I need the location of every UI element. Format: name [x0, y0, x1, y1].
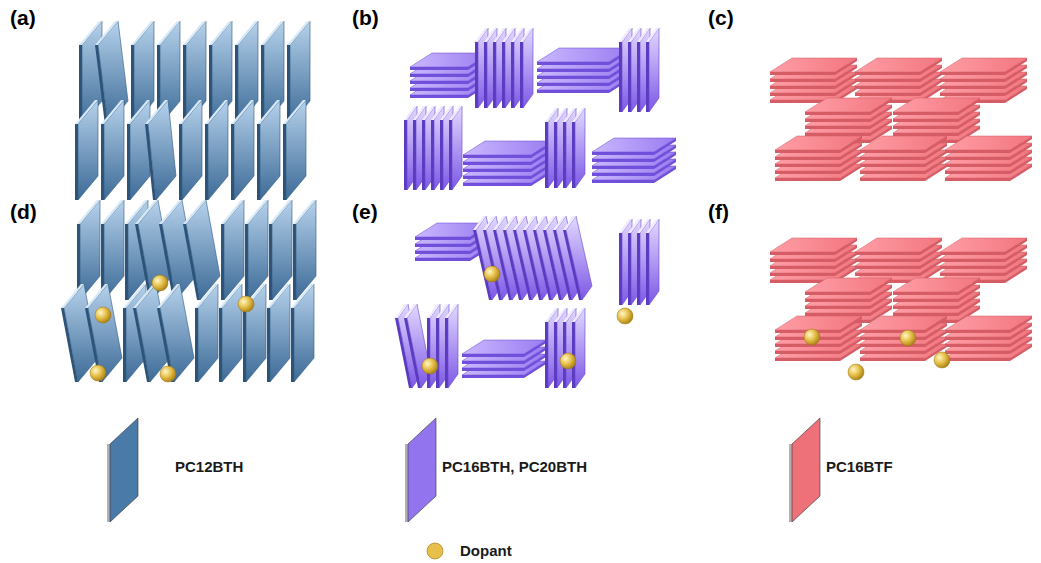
- horizontal-plate: [463, 141, 553, 158]
- dopant-sphere: [560, 353, 576, 369]
- horizontal-plate: [805, 278, 892, 295]
- dopant-sphere: [152, 275, 168, 291]
- horizontal-plate: [805, 98, 892, 115]
- horizontal-plate: [855, 58, 942, 75]
- vertical-plate: [195, 284, 218, 382]
- horizontal-plate: [462, 340, 546, 357]
- vertical-plate: [572, 108, 585, 188]
- horizontal-plate: [893, 278, 980, 295]
- panel-label: (c): [708, 6, 734, 30]
- vertical-plate: [219, 284, 242, 382]
- vertical-plate: [157, 284, 194, 382]
- vertical-plate: [75, 100, 98, 200]
- panel-label: (f): [708, 200, 729, 224]
- vertical-plate: [445, 304, 458, 388]
- legend-swatch: [408, 418, 436, 522]
- horizontal-plate: [945, 136, 1032, 153]
- legend-swatch: [427, 543, 443, 559]
- dopant-sphere: [934, 352, 950, 368]
- vertical-plate: [145, 100, 176, 200]
- dopant-sphere: [90, 365, 106, 381]
- panel-label: (b): [352, 6, 379, 30]
- vertical-plate: [404, 304, 431, 388]
- vertical-plate: [127, 100, 150, 200]
- dopant-sphere: [617, 308, 633, 324]
- horizontal-plate: [770, 238, 857, 255]
- vertical-plate: [563, 216, 592, 300]
- dopant-sphere: [95, 307, 111, 323]
- dopant-sphere: [422, 358, 438, 374]
- vertical-plate: [257, 100, 280, 200]
- vertical-plate: [179, 100, 202, 200]
- dopant-sphere: [238, 296, 254, 312]
- panel-label: (a): [10, 6, 36, 30]
- dopant-sphere: [848, 364, 864, 380]
- vertical-plate: [101, 100, 124, 200]
- vertical-plate: [205, 100, 228, 200]
- legend-text: PC12BTH: [175, 458, 243, 475]
- vertical-plate: [520, 28, 533, 108]
- horizontal-plate: [893, 98, 980, 115]
- panel-label: (d): [10, 200, 37, 224]
- horizontal-plate: [775, 136, 862, 153]
- panel-label: (e): [352, 200, 378, 224]
- horizontal-plate: [775, 316, 862, 333]
- vertical-plate: [283, 100, 306, 200]
- vertical-plate: [572, 308, 585, 388]
- legend-text: PC16BTF: [826, 458, 893, 475]
- dopant-sphere: [900, 330, 916, 346]
- vertical-plate: [85, 284, 122, 382]
- vertical-plate: [267, 284, 290, 382]
- horizontal-plate: [940, 58, 1027, 75]
- horizontal-plate: [860, 136, 947, 153]
- vertical-plate: [231, 100, 254, 200]
- horizontal-plate: [770, 58, 857, 75]
- horizontal-plate: [940, 238, 1027, 255]
- vertical-plate: [449, 106, 462, 190]
- vertical-plate: [646, 219, 659, 305]
- horizontal-plate: [537, 48, 631, 65]
- horizontal-plate: [592, 138, 676, 155]
- horizontal-plate: [855, 238, 942, 255]
- dopant-sphere: [804, 329, 820, 345]
- legend-text: Dopant: [460, 542, 512, 559]
- horizontal-plate: [860, 316, 947, 333]
- legend-swatch: [792, 418, 820, 522]
- dopant-sphere: [160, 366, 176, 382]
- legend-swatch: [110, 418, 138, 522]
- horizontal-plate: [945, 316, 1032, 333]
- legend-text: PC16BTH, PC20BTH: [442, 458, 587, 475]
- vertical-plate: [291, 284, 314, 382]
- vertical-plate: [646, 28, 659, 112]
- dopant-sphere: [484, 266, 500, 282]
